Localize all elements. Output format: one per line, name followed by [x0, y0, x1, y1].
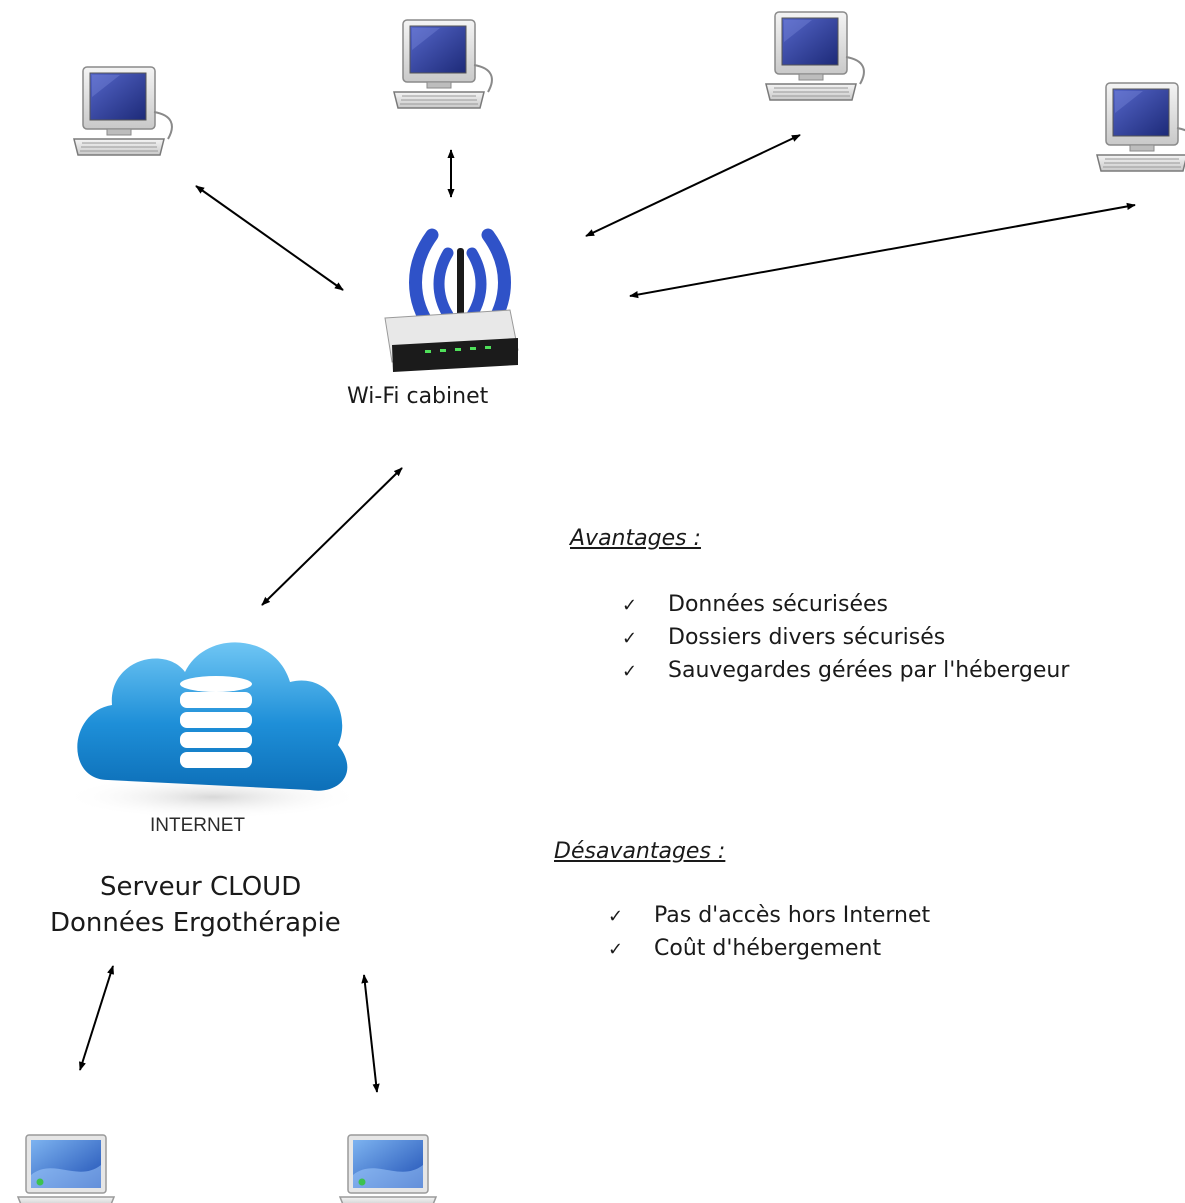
list-item: ✓ Dossiers divers sécurisés — [622, 622, 1069, 655]
list-item-label: Sauvegardes gérées par l'hébergeur — [668, 658, 1070, 683]
arrow-desktop4-router — [629, 202, 1136, 299]
router-label: Wi-Fi cabinet — [347, 384, 489, 409]
desktop-computer-icon — [1096, 82, 1185, 172]
server-subtitle: Données Ergothérapie — [50, 908, 341, 938]
arrow-desktop3-router — [585, 134, 801, 237]
advantages-heading: Avantages : — [570, 526, 701, 551]
wifi-router-icon — [384, 228, 519, 372]
desktop-computer-icon — [73, 66, 173, 156]
disadvantages-heading: Désavantages : — [554, 839, 726, 864]
desktop-computer-icon — [393, 19, 493, 109]
arrow-cloud-laptop1 — [79, 965, 114, 1071]
laptop-icon — [339, 1134, 437, 1203]
arrow-router-cloud — [261, 467, 403, 606]
disadvantages-list: ✓ Pas d'accès hors Internet ✓ Coût d'héber… — [608, 900, 930, 966]
server-title: Serveur CLOUD — [100, 872, 302, 902]
check-icon: ✓ — [608, 939, 624, 960]
list-item: ✓ Coût d'hébergement — [608, 933, 930, 966]
desktop-computer-icon — [765, 11, 865, 101]
cloud-badge: INTERNET — [150, 815, 245, 836]
list-item-label: Données sécurisées — [668, 592, 888, 617]
advantages-list: ✓ Données sécurisées ✓ Dossiers divers séc… — [622, 589, 1069, 688]
laptop-icon — [17, 1134, 115, 1203]
list-item: ✓ Pas d'accès hors Internet — [608, 900, 930, 933]
list-item-label: Coût d'hébergement — [654, 936, 882, 961]
cloud-database-icon — [63, 642, 363, 819]
check-icon: ✓ — [622, 595, 638, 616]
check-icon: ✓ — [622, 661, 638, 682]
check-icon: ✓ — [608, 906, 624, 927]
list-item: ✓ Sauvegardes gérées par l'hébergeur — [622, 655, 1069, 688]
list-item: ✓ Données sécurisées — [622, 589, 1069, 622]
arrow-cloud-laptop2 — [361, 974, 380, 1093]
list-item-label: Pas d'accès hors Internet — [654, 903, 931, 928]
check-icon: ✓ — [622, 628, 638, 649]
arrow-desktop1-router — [195, 185, 344, 291]
list-item-label: Dossiers divers sécurisés — [668, 625, 946, 650]
